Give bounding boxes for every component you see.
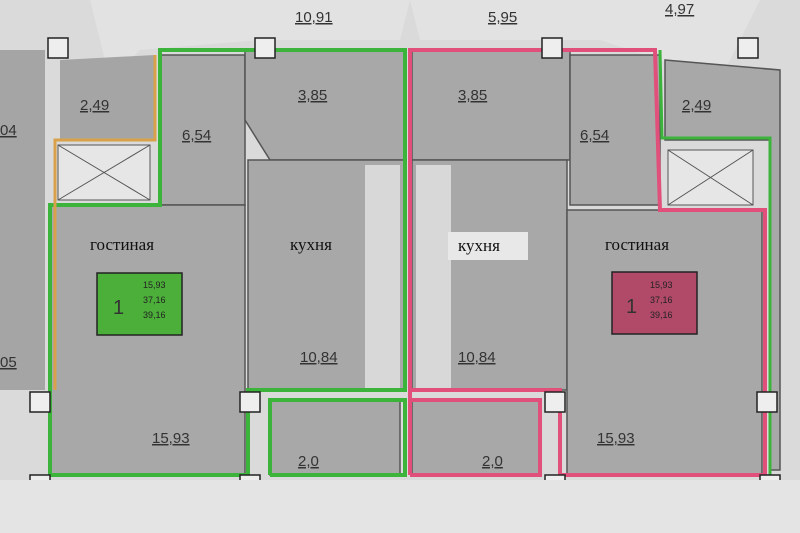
living-right xyxy=(566,209,763,476)
svg-text:1: 1 xyxy=(113,297,124,319)
corridor xyxy=(90,0,760,80)
hall-right xyxy=(569,54,661,206)
balcony-area-right: 2,0 xyxy=(482,453,503,470)
kitchen-label-right: кухня xyxy=(458,236,500,255)
corridor-area: 10,91 xyxy=(295,9,333,26)
living-label-right: гостиная xyxy=(605,235,669,254)
hall-left xyxy=(159,54,246,206)
bathroom-right xyxy=(411,49,571,161)
svg-text:15,93: 15,93 xyxy=(143,280,166,290)
living-label-left: гостиная xyxy=(90,235,154,254)
svg-text:37,16: 37,16 xyxy=(650,295,673,305)
balcony-right xyxy=(411,399,541,476)
balcony-area-left: 2,0 xyxy=(298,453,319,470)
bathroom-area-left: 3,85 xyxy=(298,87,327,104)
hall-area-right: 6,54 xyxy=(580,127,609,144)
living-area-left: 15,93 xyxy=(152,430,190,447)
corridor-left xyxy=(60,55,155,140)
corridor-area-right: 2,49 xyxy=(682,97,711,114)
bathroom-left xyxy=(244,49,406,161)
corridor-area-2: 5,95 xyxy=(488,9,517,26)
apartment-left xyxy=(48,48,407,477)
corridor-area-3: 4,97 xyxy=(665,1,694,18)
kitchen-area-right: 10,84 xyxy=(458,349,496,366)
kitchen-counter-right xyxy=(416,165,451,390)
kitchen-counter-left xyxy=(365,165,400,390)
svg-text:39,16: 39,16 xyxy=(143,310,166,320)
balcony-left xyxy=(269,399,401,476)
living-left xyxy=(49,204,246,476)
corridor-area-left: 2,49 xyxy=(80,97,109,114)
kitchen-label-left: кухня xyxy=(290,235,332,254)
svg-text:15,93: 15,93 xyxy=(650,280,673,290)
bathroom-area-right: 3,85 xyxy=(458,87,487,104)
neighbor-left xyxy=(0,50,45,390)
neighbor-area-2: 05 xyxy=(0,354,17,371)
kitchen-area-left: 10,84 xyxy=(300,349,338,366)
facade xyxy=(0,480,800,533)
hall-area-left: 6,54 xyxy=(182,127,211,144)
svg-text:39,16: 39,16 xyxy=(650,310,673,320)
living-area-right: 15,93 xyxy=(597,430,635,447)
svg-text:37,16: 37,16 xyxy=(143,295,166,305)
svg-text:1: 1 xyxy=(626,296,637,318)
apartment-badge-left: 1 15,93 37,16 39,16 xyxy=(96,272,183,336)
apartment-right xyxy=(408,48,781,477)
neighbor-area: 04 xyxy=(0,122,17,139)
apartment-badge-right: 1 15,93 37,16 39,16 xyxy=(611,271,698,335)
